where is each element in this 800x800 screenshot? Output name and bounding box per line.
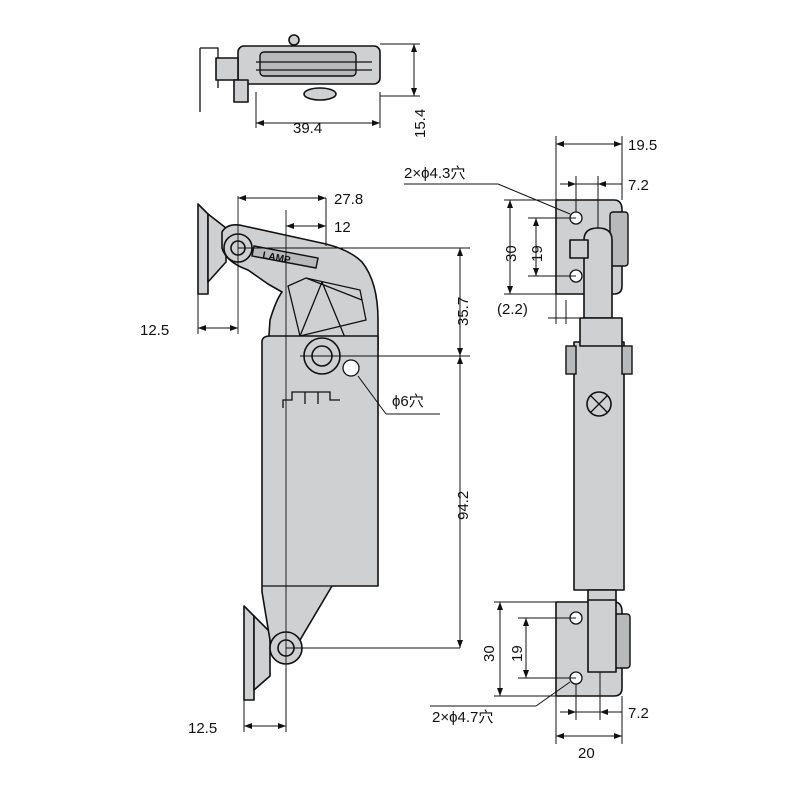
top-view-screw-tab xyxy=(233,79,249,103)
lower-wall-bracket xyxy=(253,615,271,691)
side-view: 19.5 7.2 2×ϕ4.3穴 30 19 (2.2) 30 xyxy=(404,136,657,762)
dim-top-height: 15.4 xyxy=(412,109,429,138)
dim-side-mount-bottom: 7.2 xyxy=(628,705,649,722)
lower-wall-plate xyxy=(243,605,255,701)
callout-hole-6: ϕ6穴 xyxy=(392,393,424,410)
hole-6 xyxy=(342,359,360,377)
callout-top-holes: 2×ϕ4.3穴 xyxy=(404,165,465,182)
dim-side-mount-top: 7.2 xyxy=(628,177,649,194)
front-view: LAMP 27.8 12 12.5 xyxy=(140,191,472,737)
top-view-mount-block xyxy=(215,57,239,81)
dim-top-bracket-height: 30 xyxy=(503,245,520,262)
dim-top-width: 39.4 xyxy=(293,120,322,137)
main-housing xyxy=(261,335,379,653)
side-arm xyxy=(583,227,613,319)
dim-bottom-hole-pitch: 19 xyxy=(509,645,526,662)
dim-pivot-offset: 12 xyxy=(334,219,351,236)
upper-wall-plate xyxy=(197,203,209,295)
top-view: 39.4 15.4 xyxy=(199,34,429,138)
callout-bottom-holes: 2×ϕ4.7穴 xyxy=(432,709,493,726)
logo-mark xyxy=(282,391,340,408)
side-arm-tab xyxy=(569,239,589,259)
top-view-screw-head xyxy=(288,34,300,46)
dim-left-offset-bottom: 12.5 xyxy=(188,720,217,737)
top-view-roller xyxy=(303,87,337,101)
brand-label: LAMP xyxy=(261,250,291,266)
side-body xyxy=(573,341,625,591)
dim-bottom-width: 20 xyxy=(578,745,595,762)
dim-lower-height: 94.2 xyxy=(455,491,472,520)
dim-overall-reach: 27.8 xyxy=(334,191,363,208)
dim-left-offset-top: 12.5 xyxy=(140,322,169,339)
dim-bottom-bracket-height: 30 xyxy=(481,645,498,662)
brand-plate xyxy=(251,245,319,269)
dim-top-hole-pitch: 19 xyxy=(529,245,546,262)
upper-wall-bracket xyxy=(207,213,227,283)
dim-upper-height: 35.7 xyxy=(455,297,472,326)
arm-web xyxy=(287,277,367,337)
dim-side-overall-width: 19.5 xyxy=(628,137,657,154)
top-view-arm xyxy=(259,51,357,77)
dim-top-gap: (2.2) xyxy=(497,301,528,318)
